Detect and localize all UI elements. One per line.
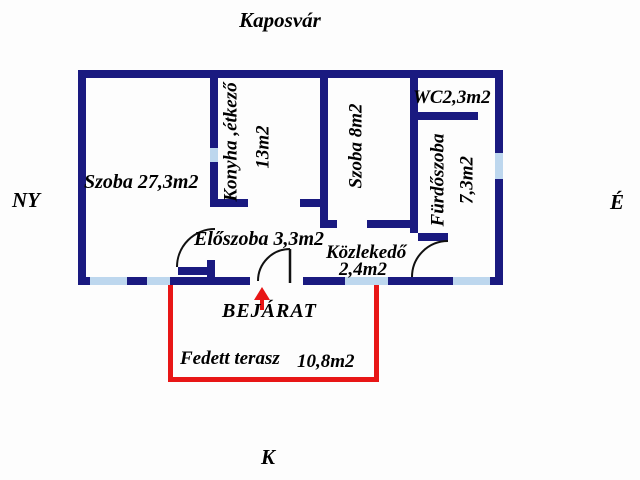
- window-konyha-pass: [210, 148, 218, 162]
- window-kozlekedo: [345, 277, 388, 285]
- wall-outer-top: [78, 70, 503, 78]
- door-arc-entrance: [257, 248, 291, 282]
- room-label-terasz: Fedett terasz: [180, 348, 280, 369]
- room-area-kozlekedo: 2,4m2: [339, 259, 388, 280]
- wall-konyha-szoba8: [320, 70, 328, 228]
- room-label-furdoszoba: Fürdőszoba: [427, 133, 449, 227]
- compass-east-label: É: [610, 190, 625, 214]
- wall-szoba-konyha-upper: [210, 70, 218, 150]
- wall-bottom-seg5: [388, 277, 453, 285]
- compass-south-label: K: [261, 445, 276, 469]
- wall-wc-divider: [418, 112, 478, 120]
- room-area-terasz: 10,8m2: [297, 351, 355, 372]
- room-area-furdoszoba: 7,3m2: [456, 155, 478, 205]
- room-label-eloszoba: Előszoba 3,3m2: [194, 228, 325, 250]
- door-arc-furdoszoba: [411, 240, 449, 278]
- wall-bottom-seg6: [490, 277, 503, 285]
- door-leaf-szoba-nagy: [178, 267, 215, 275]
- wall-konyha-door-stub-right: [300, 199, 328, 207]
- wall-bottom-seg2: [127, 277, 147, 285]
- wall-konyha-door-stub-left: [218, 199, 248, 207]
- room-label-konyha: Konyha ,étkező: [220, 82, 242, 202]
- room-area-konyha: 13m2: [252, 125, 274, 169]
- wall-szoba-konyha-lower: [210, 162, 218, 207]
- window-furdo-bottom: [453, 277, 490, 285]
- page-title: Kaposvár: [239, 8, 321, 32]
- terrace-outline: [168, 285, 379, 382]
- entrance-label: BEJÁRAT: [222, 300, 317, 322]
- window-szoba-nagy-1: [90, 277, 127, 285]
- wall-bottom-seg4: [303, 277, 345, 285]
- wall-szoba8-bottom-stub: [328, 220, 337, 228]
- wall-szoba8-bottom: [367, 220, 410, 228]
- room-label-szoba-kis: Szoba 8m2: [345, 103, 367, 189]
- room-label-wc: WC2,3m2: [413, 87, 491, 108]
- wall-bottom-seg1: [78, 277, 90, 285]
- wall-szoba8-furdo: [410, 70, 418, 233]
- wall-furdo-door-stub: [418, 233, 448, 241]
- compass-west-label: NY: [12, 188, 40, 212]
- wall-outer-left: [78, 70, 86, 285]
- room-label-szoba-nagy: Szoba 27,3m2: [84, 171, 199, 193]
- window-furdo-right: [495, 153, 503, 179]
- room-label-kozlekedo: Közlekedő: [326, 242, 407, 263]
- window-szoba-nagy-2: [147, 277, 170, 285]
